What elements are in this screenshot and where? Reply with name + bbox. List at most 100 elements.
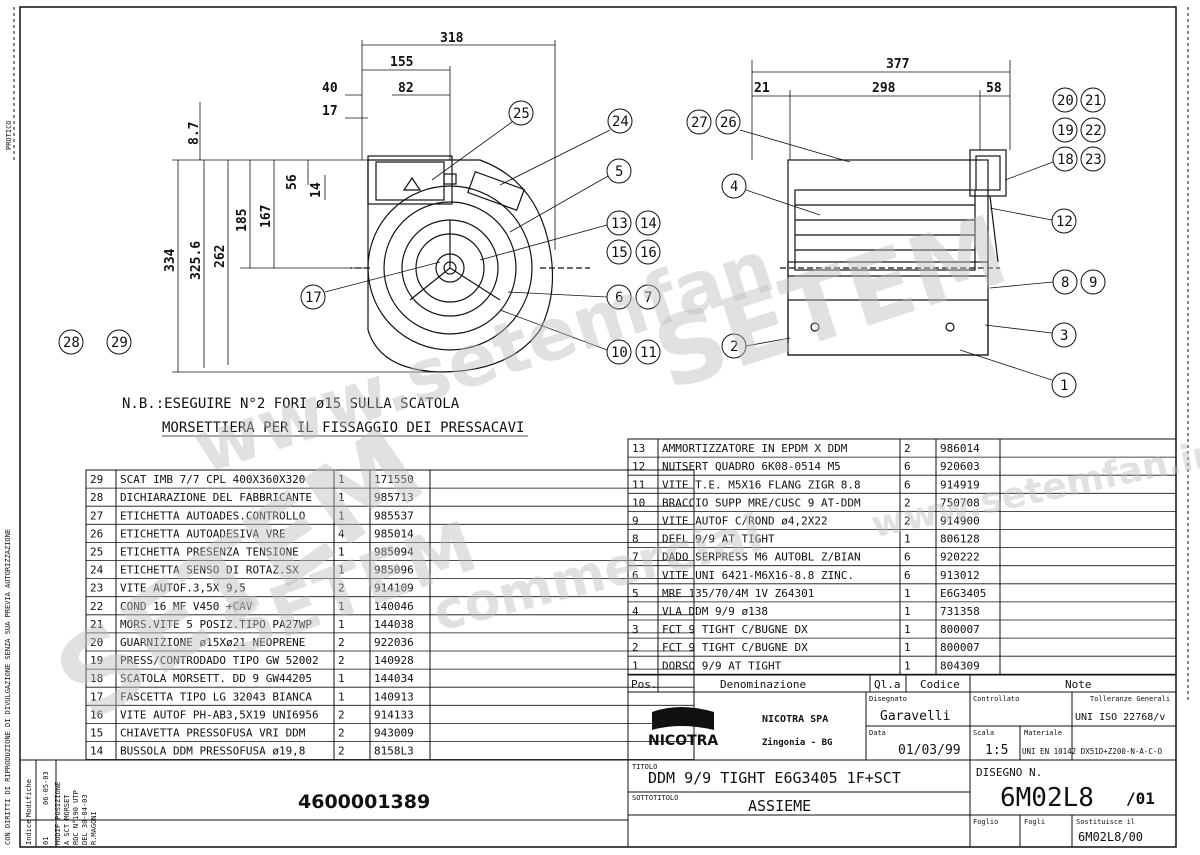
table-cell: 19: [90, 654, 103, 667]
table-cell: 2: [338, 727, 345, 740]
table-cell: 1: [904, 659, 911, 672]
table-cell: 985096: [374, 564, 414, 577]
balloon-5: 5: [615, 164, 623, 180]
balloon-9: 9: [1089, 275, 1097, 291]
table-cell: DICHIARAZIONE DEL FABBRICANTE: [120, 491, 312, 504]
table-cell: 920222: [940, 551, 980, 564]
right-balloons: [686, 87, 1106, 398]
table-cell: 21: [90, 618, 103, 631]
table-cell: 14: [90, 745, 104, 758]
header-codice: Codice: [920, 678, 960, 691]
table-cell: GUARNIZIONE ø15Xø21 NEOPRENE: [120, 636, 305, 649]
table-cell: 1: [338, 509, 345, 522]
table-cell: DADO SERPRESS M6 AUTOBL Z/BIAN: [662, 551, 861, 564]
table-cell: SCATOLA MORSETT. DD 9 GW44205: [120, 672, 312, 685]
table-cell: 140913: [374, 690, 414, 703]
table-cell: 804309: [940, 659, 980, 672]
dim-185: 185: [235, 209, 250, 232]
balloon-28: 28: [63, 335, 80, 351]
table-cell: FASCETTA TIPO LG 32043 BIANCA: [120, 690, 312, 703]
right-table-border: [627, 438, 1177, 675]
table-cell: 2: [338, 582, 345, 595]
table-cell: DORSO 9/9 AT TIGHT: [662, 659, 782, 672]
header-note: Note: [1065, 678, 1092, 691]
table-cell: 1: [904, 641, 911, 654]
table-cell: MRE 135/70/4M 1V Z64301: [662, 587, 814, 600]
balloon-3: 3: [1060, 328, 1068, 344]
balloon-19: 19: [1057, 123, 1074, 139]
table-cell: 914919: [940, 478, 980, 491]
titolo-label: TITOLO: [632, 763, 657, 771]
balloon-21: 21: [1085, 93, 1102, 109]
table-cell: 800007: [940, 623, 980, 636]
balloon-12: 12: [1056, 214, 1073, 230]
table-cell: E6G3405: [940, 587, 986, 600]
parts-table-header: [627, 674, 1177, 693]
table-cell: COND 16 MF V450 +CAV: [120, 600, 253, 613]
table-cell: 24: [90, 564, 104, 577]
revision-line: R.MAGONI: [90, 811, 98, 845]
left-dimension-lines: [172, 40, 556, 373]
left-view: [350, 155, 590, 373]
dim-318: 318: [440, 31, 464, 46]
table-cell: 6: [904, 460, 911, 473]
note-line-2: MORSETTIERA PER IL FISSAGGIO DEI PRESSAC…: [162, 420, 524, 436]
table-cell: 914900: [940, 515, 980, 528]
table-cell: 985537: [374, 509, 414, 522]
table-cell: 6: [632, 569, 639, 582]
indice-label: Indice: [25, 820, 33, 845]
balloon-4: 4: [730, 179, 738, 195]
fogli-label: Fogli: [1024, 818, 1045, 826]
table-cell: 3: [632, 623, 639, 636]
table-cell: 27: [90, 509, 103, 522]
right-view: [780, 149, 1007, 356]
table-cell: 22: [90, 600, 103, 613]
table-cell: 16: [90, 708, 103, 721]
company-name: NICOTRA SPA: [762, 714, 828, 725]
table-cell: 9: [632, 515, 639, 528]
table-cell: 913012: [940, 569, 980, 582]
balloon-6: 6: [615, 290, 623, 306]
table-cell: CHIAVETTA PRESSOFUSA VRI DDM: [120, 727, 306, 740]
table-cell: 1: [338, 491, 345, 504]
titolo-value: DDM 9/9 TIGHT E6G3405 1F+SCT: [648, 769, 901, 787]
balloon-13: 13: [611, 216, 628, 232]
table-cell: 4: [632, 605, 639, 618]
dim-58: 58: [986, 81, 1002, 96]
table-cell: 2: [904, 442, 911, 455]
left-balloons: [58, 100, 661, 365]
nicotra-logo-mark: [652, 707, 714, 730]
table-cell: DEFL 9/9 AT TIGHT: [662, 533, 775, 546]
balloon-25: 25: [513, 106, 530, 122]
table-cell: VLA DDM 9/9 ø138: [662, 605, 768, 618]
protocol-label: PROTICO: [5, 120, 13, 150]
disegno-label: DISEGNO N.: [976, 766, 1042, 779]
table-cell: FCT 9 TIGHT C/BUGNE DX: [662, 623, 808, 636]
dim-298: 298: [872, 81, 896, 96]
table-cell: 29: [90, 473, 103, 486]
table-cell: 6: [904, 569, 911, 582]
table-cell: 11: [632, 478, 645, 491]
table-cell: 985713: [374, 491, 414, 504]
table-cell: 12: [632, 460, 645, 473]
table-cell: 140046: [374, 600, 414, 613]
table-cell: 25: [90, 546, 103, 559]
revision-line: MODIF POSIZIONE: [54, 782, 62, 845]
dim-377: 377: [886, 57, 909, 72]
watermark-2: SETEM: [642, 194, 1020, 412]
table-cell: 985094: [374, 546, 414, 559]
balloon-29: 29: [111, 335, 128, 351]
header-qta: Ql.a: [874, 678, 901, 691]
balloon-26: 26: [720, 115, 737, 131]
